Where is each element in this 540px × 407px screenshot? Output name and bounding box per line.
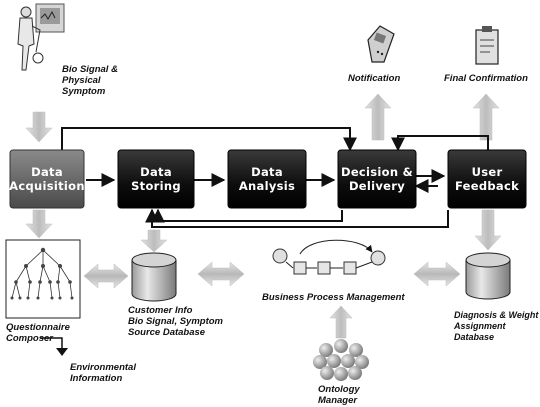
arrow-ontology-to-bpm: [329, 305, 353, 339]
user-feedback-box: [447, 149, 527, 209]
data-analysis-box: [227, 149, 307, 209]
flow-arrows: [86, 169, 446, 187]
arrow-bio-to-acquisition: [25, 111, 53, 143]
customer-info-label: Customer Info Bio Signal, Symptom Source…: [128, 305, 224, 338]
questionnaire-tree-panel: [5, 239, 81, 319]
business-process-flow-icon: [272, 239, 386, 275]
arrow-feedback-to-db: [474, 209, 502, 251]
final-confirmation-label: Final Confirmation: [444, 73, 528, 84]
decision-delivery-box: [337, 149, 417, 209]
arrow-questionnaire-customer-db: [83, 263, 129, 289]
bpm-label: Business Process Management: [262, 292, 405, 303]
questionnaire-composer-label: Questionnaire Composer: [6, 322, 70, 344]
arrow-bpm-diagnosis-db: [413, 261, 461, 287]
ontology-manager-label: Ontology Manager: [318, 384, 360, 406]
diagnosis-database-icon: [465, 252, 511, 300]
environmental-info-label: Environmental Information: [70, 362, 136, 384]
environmental-info-arrow: [40, 337, 68, 356]
feedback-loop-lines: [61, 127, 489, 228]
data-acquisition-label: Data Acquisition: [9, 165, 85, 193]
user-feedback-label: User Feedback: [454, 165, 520, 193]
clipboard-icon: [475, 26, 499, 65]
arrow-storing-to-db: [140, 229, 168, 253]
phone-icon: [367, 25, 395, 63]
ontology-cluster-icon: [313, 339, 369, 381]
arrow-acquisition-to-questionnaire: [25, 209, 53, 239]
patient-monitor-icon: [17, 3, 65, 71]
diagnosis-db-label: Diagnosis & Weight Assignment Database: [454, 310, 539, 342]
arrow-decision-to-notification: [364, 93, 392, 141]
arrow-customer-db-bpm: [197, 261, 245, 287]
customer-database-icon: [131, 252, 177, 302]
data-acquisition-box: [9, 149, 85, 209]
decision-delivery-label: Decision & Delivery: [340, 165, 413, 193]
bio-signal-label: Bio Signal & Physical Symptom: [62, 64, 118, 97]
data-storing-box: [117, 149, 195, 209]
notification-label: Notification: [348, 73, 401, 84]
arrow-feedback-to-confirmation: [472, 93, 500, 141]
data-storing-label: Data Storing: [131, 165, 181, 193]
data-analysis-label: Data Analysis: [238, 165, 296, 193]
